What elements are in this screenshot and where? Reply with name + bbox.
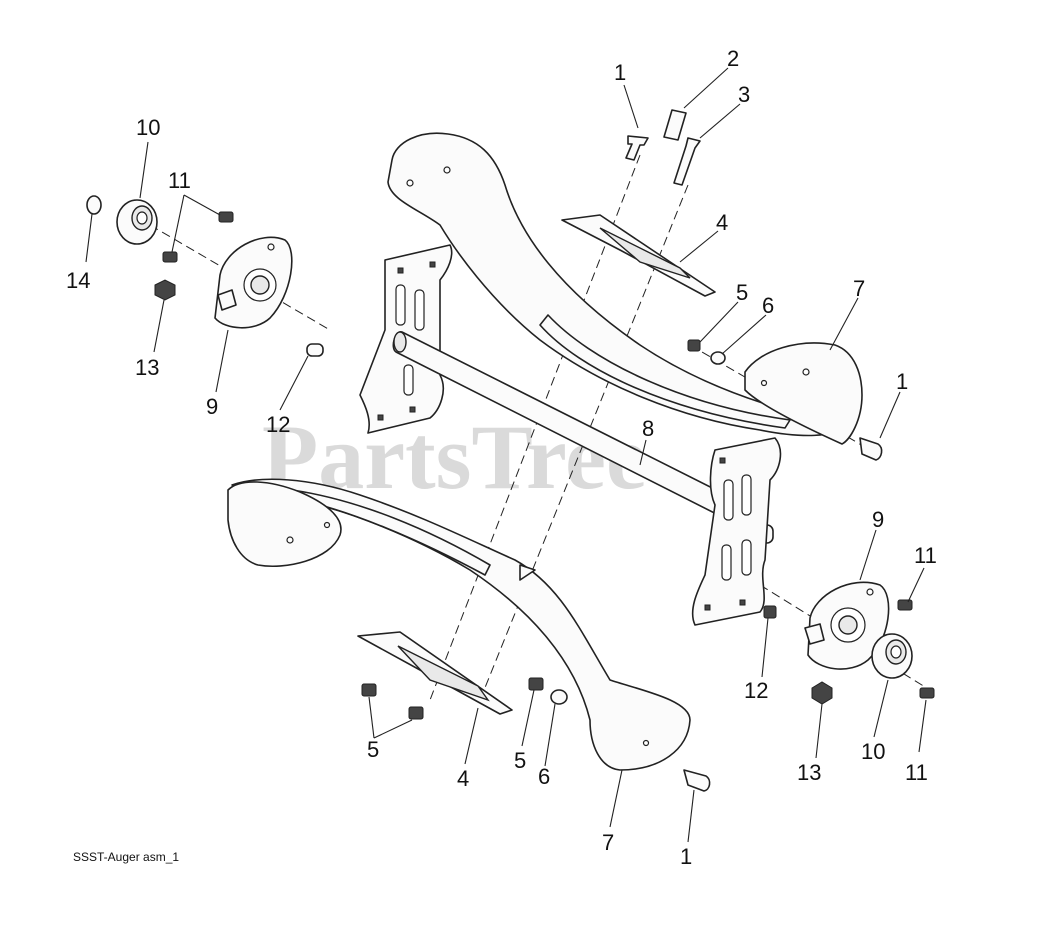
callout-5: 5 xyxy=(514,748,526,773)
snap-ring-left xyxy=(86,195,102,215)
callout-1: 1 xyxy=(896,369,908,394)
callout-1: 1 xyxy=(680,844,692,869)
paddle-upper-right xyxy=(744,342,863,445)
bearing-left xyxy=(116,199,158,245)
callout-12: 12 xyxy=(744,678,768,703)
callout-4: 4 xyxy=(716,210,728,235)
bearing-housing-right xyxy=(804,581,890,670)
callout-3: 3 xyxy=(738,82,750,107)
callouts: 1 2 3 4 5 6 7 1 10 11 14 13 9 12 8 9 11 … xyxy=(66,46,937,869)
callout-10: 10 xyxy=(861,739,885,764)
callout-1: 1 xyxy=(614,60,626,85)
callout-14: 14 xyxy=(66,268,90,293)
callout-10: 10 xyxy=(136,115,160,140)
callout-6: 6 xyxy=(762,293,774,318)
scraper-blade-upper xyxy=(561,214,716,297)
callout-5: 5 xyxy=(736,280,748,305)
callout-13: 13 xyxy=(135,355,159,380)
bearing-housing-left xyxy=(214,236,293,329)
callout-5: 5 xyxy=(367,737,379,762)
callout-8: 8 xyxy=(642,416,654,441)
callout-11: 11 xyxy=(914,543,937,568)
callout-2: 2 xyxy=(727,46,739,71)
mounting-plate-right xyxy=(691,437,782,626)
bearing-right xyxy=(871,633,913,679)
callout-7: 7 xyxy=(853,276,865,301)
hardware-left xyxy=(154,211,324,357)
callout-7: 7 xyxy=(602,830,614,855)
callout-12: 12 xyxy=(266,412,290,437)
hardware-upper xyxy=(625,109,883,461)
callout-11: 11 xyxy=(905,760,928,785)
callout-9: 9 xyxy=(872,507,884,532)
callout-11: 11 xyxy=(168,168,191,193)
hardware-right xyxy=(763,599,935,705)
callout-13: 13 xyxy=(797,760,821,785)
callout-9: 9 xyxy=(206,394,218,419)
callout-6: 6 xyxy=(538,764,550,789)
callout-4: 4 xyxy=(457,766,469,791)
leader-lines xyxy=(85,67,927,843)
diagram-caption: SSST-Auger asm_1 xyxy=(73,850,179,864)
auger-flight-lower xyxy=(231,478,691,771)
hardware-lower xyxy=(361,677,711,792)
paddle-lower-left xyxy=(227,481,342,568)
scraper-blade-lower xyxy=(357,631,513,715)
